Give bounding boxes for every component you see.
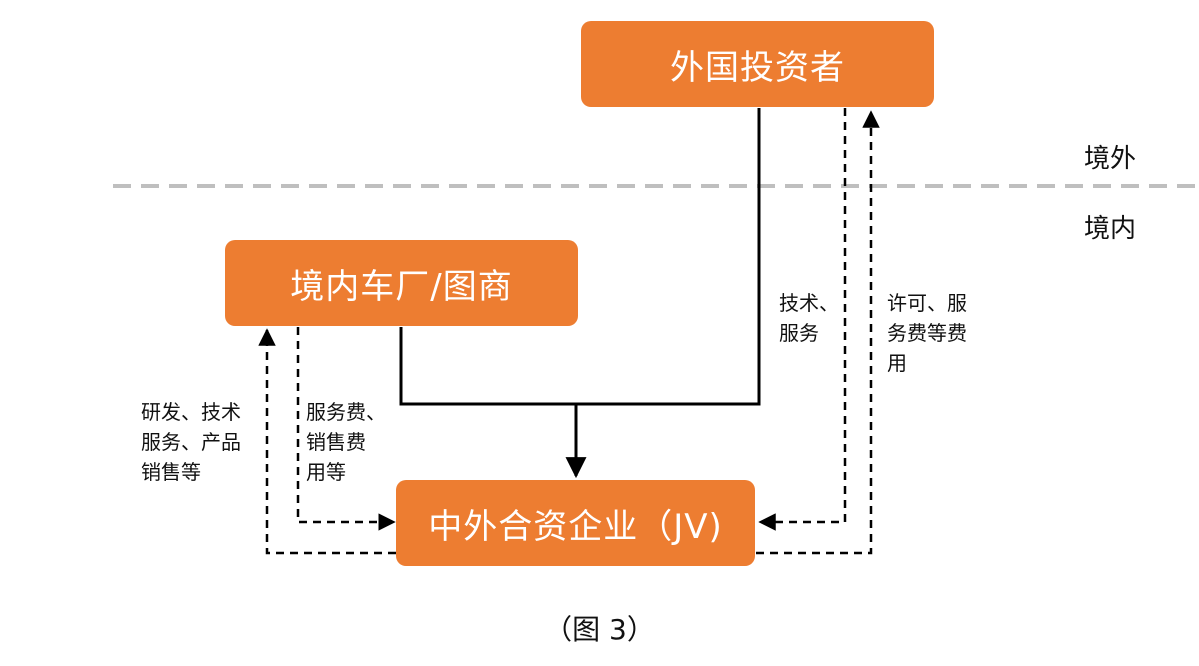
label-line: 研发、技术 <box>141 400 241 424</box>
investment-line-foreign <box>576 108 761 406</box>
dashed-arrow-domestic-to-jv <box>296 327 396 531</box>
label-line: 销售等 <box>141 460 201 484</box>
node-jv-label: 中外合资企业（JV) <box>428 506 723 547</box>
label-line: 服务、产品 <box>141 430 241 454</box>
dashed-arrow-jv-to-domestic <box>258 328 396 555</box>
node-domestic-oem-label: 境内车厂/图商 <box>290 266 513 307</box>
label-domestic-to-jv: 服务费、 销售费 用等 <box>306 397 386 487</box>
node-domestic-oem: 境内车厂/图商 <box>225 240 578 326</box>
node-foreign-investor: 外国投资者 <box>581 21 934 107</box>
label-line: 许可、服 <box>887 291 967 315</box>
investment-line-domestic <box>399 327 576 406</box>
region-label-overseas: 境外 <box>1084 144 1137 174</box>
label-line: 务费等费 <box>887 321 967 345</box>
label-line: 服务 <box>779 321 819 345</box>
label-line: 技术、 <box>779 291 839 315</box>
dashed-arrow-jv-to-foreign <box>756 110 880 555</box>
region-label-domestic: 境内 <box>1084 214 1137 244</box>
label-jv-to-foreign: 许可、服 务费等费 用 <box>887 288 967 378</box>
dashed-arrow-foreign-to-jv <box>758 108 847 531</box>
label-line: 服务费、 <box>306 400 386 424</box>
node-foreign-investor-label: 外国投资者 <box>670 47 845 88</box>
label-line: 销售费 <box>306 430 366 454</box>
figure-caption: （图 3） <box>544 613 655 646</box>
label-line: 用等 <box>306 460 346 484</box>
node-jv: 中外合资企业（JV) <box>396 480 755 566</box>
label-line: 用 <box>887 351 907 375</box>
label-foreign-to-jv: 技术、 服务 <box>779 288 839 348</box>
label-jv-to-domestic: 研发、技术 服务、产品 销售等 <box>141 397 241 487</box>
